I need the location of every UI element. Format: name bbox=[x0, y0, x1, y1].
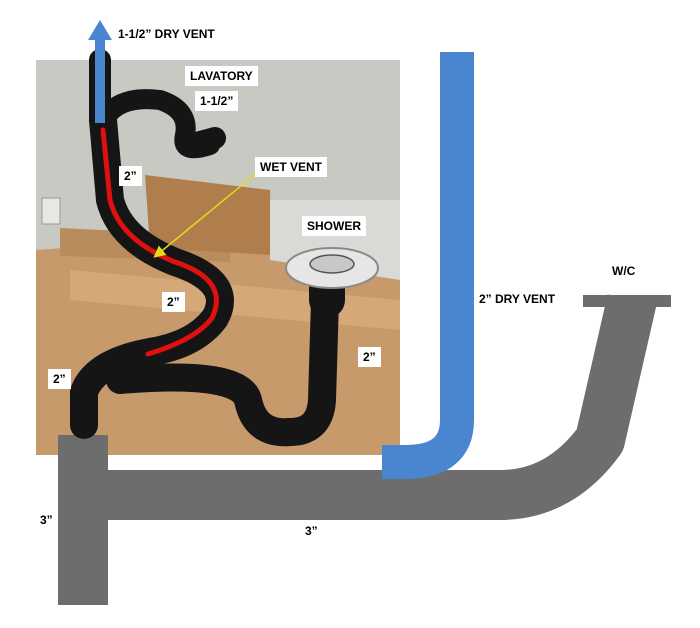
dry-vent-2in bbox=[382, 52, 474, 479]
wc-label: W/C bbox=[612, 264, 636, 278]
shower-label: SHOWER bbox=[302, 216, 366, 236]
wet-vent-leader bbox=[153, 171, 259, 258]
drain-pipe-3in bbox=[58, 294, 671, 605]
pipe-size-3-horizontal: 3” bbox=[305, 524, 318, 538]
dry-vent-lav-label: 1-1/2” DRY VENT bbox=[118, 27, 215, 41]
shower-trap bbox=[106, 286, 339, 447]
pipe-size-2-upper: 2” bbox=[119, 166, 142, 186]
dry-vent-wc-label: 2” DRY VENT bbox=[479, 292, 556, 306]
dry-vent-arrow-head bbox=[88, 20, 112, 40]
pipe-size-2-lower: 2” bbox=[48, 369, 71, 389]
dry-vent-arrow-shaft bbox=[95, 38, 105, 123]
drain-pipe-riser bbox=[58, 435, 108, 605]
shower-drain-grate bbox=[309, 254, 355, 274]
lavatory-trap-outlet bbox=[189, 127, 226, 153]
wc-flange bbox=[583, 295, 671, 307]
lavatory-label: LAVATORY bbox=[185, 66, 258, 86]
lavatory-size-label: 1-1/2” bbox=[195, 91, 239, 111]
pipe-size-3-vertical: 3” bbox=[40, 513, 53, 527]
dry-vent-up-arrow bbox=[88, 20, 112, 123]
pipe-size-2-shower: 2” bbox=[358, 347, 381, 367]
wet-vent-path bbox=[100, 127, 219, 357]
wet-vent-label: WET VENT bbox=[255, 157, 327, 177]
lavatory-trap bbox=[95, 89, 220, 159]
plywood-panel bbox=[145, 175, 272, 255]
wall-outlet bbox=[41, 197, 61, 225]
pipe-size-2-middle: 2” bbox=[162, 292, 185, 312]
